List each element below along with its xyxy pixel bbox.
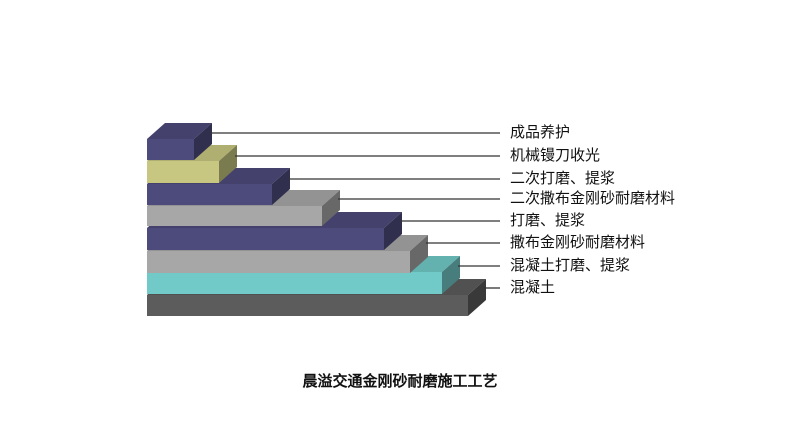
- layer-label-second-grinding: 二次打磨、提浆: [510, 169, 616, 187]
- layer-block-front-0: [147, 139, 194, 160]
- layer-block-side-0: [194, 123, 212, 160]
- layer-block-front-2: [147, 184, 272, 205]
- layer-block-front-3: [147, 206, 322, 226]
- diagram-caption: 晨溢交通金刚砂耐磨施工工艺: [302, 372, 498, 390]
- layer-block-front-6: [147, 272, 442, 294]
- layer-block-side-2: [272, 168, 290, 205]
- layer-label-curing: 成品养护: [510, 123, 571, 141]
- layer-label-spreading: 撒布金刚砂耐磨材料: [510, 233, 646, 251]
- layer-block-front-7: [147, 295, 468, 316]
- layer-label-second-spreading: 二次撒布金刚砂耐磨材料: [510, 189, 676, 207]
- layer-label-grinding: 打磨、提浆: [510, 211, 586, 229]
- layer-block-side-1: [219, 145, 237, 183]
- layer-block-front-1: [147, 161, 219, 183]
- layer-block-front-4: [147, 228, 384, 250]
- layer-block-top-0: [147, 123, 212, 139]
- layer-block-side-6: [442, 256, 460, 294]
- layer-block-front-5: [147, 251, 410, 273]
- layer-block-side-3: [322, 190, 340, 226]
- layer-label-concrete-grinding: 混凝土打磨、提浆: [510, 256, 631, 274]
- layer-block-side-4: [384, 212, 402, 250]
- layer-label-concrete: 混凝土: [510, 278, 556, 296]
- layer-block-side-5: [410, 235, 428, 273]
- layer-label-troweling: 机械镘刀收光: [510, 146, 601, 164]
- layer-block-side-7: [468, 279, 486, 316]
